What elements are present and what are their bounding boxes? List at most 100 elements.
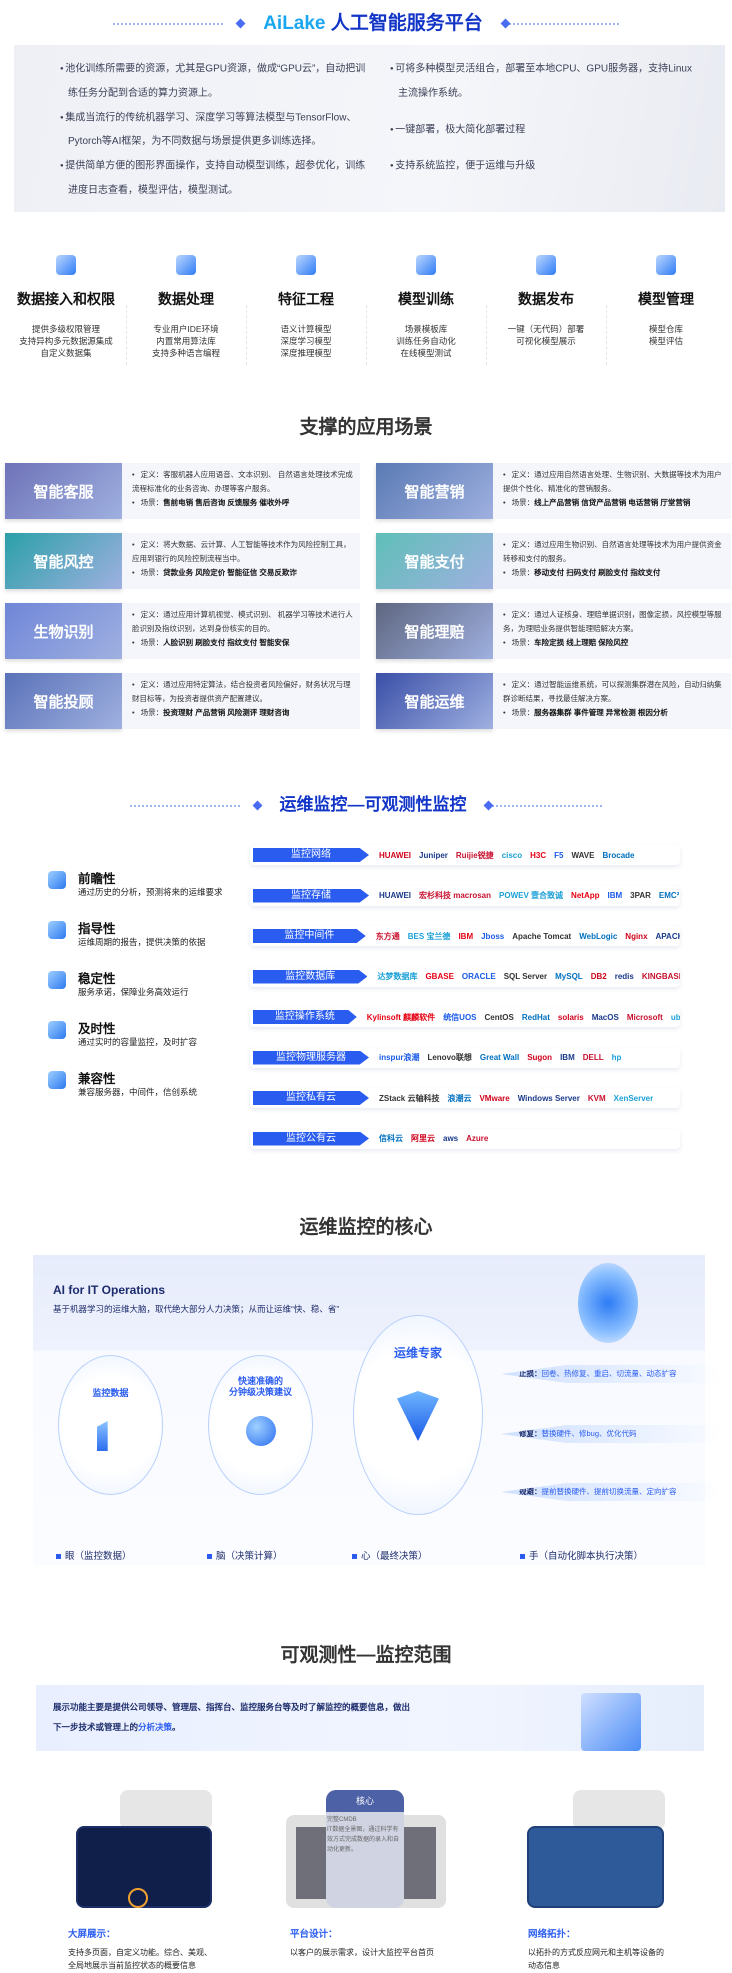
vendor-logo: CentOS (484, 1012, 514, 1022)
diamond-icon (483, 800, 494, 811)
label: 场景： (511, 638, 535, 647)
divider (509, 22, 620, 25)
trait-icon (48, 871, 66, 889)
definition-text: 通过应用计算机视觉、模式识别、 机器学习等技术进行人脸识别及指纹识别，达到身份核… (132, 610, 353, 633)
circle-label: 运维专家 (393, 1346, 442, 1360)
feature-desc: 专业用户IDE环境内置常用算法库支持多种语言编程 (126, 323, 246, 359)
vendor-logo: 统信UOS (443, 1012, 477, 1022)
feature-icon (296, 255, 316, 275)
scenario-name: 智能运维 (376, 673, 493, 729)
ray-value: 提前替换硬件、提前切换流量、定向扩容 (541, 1487, 677, 1496)
ray-value: 回卷、热修复、重启、切流量、动态扩容 (541, 1369, 677, 1378)
scenario-text: 定义：通过应用计算机视觉、模式识别、 机器学习等技术进行人脸识别及指纹识别，达到… (122, 603, 360, 659)
vendor-logo: Ruijie锐捷 (455, 850, 494, 860)
vendor-logo: IBM (607, 891, 623, 900)
intro-item: 支持系统监控，便于运维与升级 (388, 154, 698, 179)
scenario-definition: 定义：通过应用计算机视觉、模式识别、 机器学习等技术进行人脸识别及指纹识别，达到… (132, 608, 354, 636)
scenario-scenes: 场景：移动支付 扫码支付 刷脸支付 指纹支付 (503, 566, 725, 580)
feature-icon (56, 255, 76, 275)
scenario-scenes: 场景：线上产品营销 信贷产品营销 电话营销 厅堂营销 (503, 496, 725, 510)
feature-line: 在线模型测试 (400, 348, 452, 358)
scenario-name: 智能营销 (376, 463, 493, 519)
scene-text: 人脸识别 刷脸支付 指纹支付 智能安保 (163, 638, 290, 647)
diamond-icon (397, 1391, 439, 1441)
trait-desc: 通过实时的容量监控，及时扩容 (78, 1037, 198, 1047)
scenario-scenes: 场景：服务器集群 事件管理 异常检测 根因分析 (503, 706, 725, 720)
diamond-icon (252, 800, 263, 811)
vendor-logo: Apache Tomcat (512, 931, 572, 941)
vendor-logo: EMC² (658, 891, 680, 900)
trait-item: 稳定性服务承诺，保障业务高效运行 (48, 968, 248, 1008)
scope-desc-end: 。 (172, 1722, 181, 1732)
monitor-category: 监控公有云 (253, 1131, 369, 1146)
feature-desc: 语义计算模型深度学习模型深度推理模型 (246, 323, 366, 359)
vendor-logo: hp (611, 1053, 622, 1062)
vendor-logo: NetApp (571, 891, 600, 900)
scope-desc: 展示功能主要是提供公司领导、管理层、指挥台、监控服务台等及时了解监控的概要信息，… (53, 1697, 413, 1737)
feature-line: 一键（无代码）部署 (507, 324, 585, 334)
label: 定义： (511, 470, 535, 479)
vendor-logo: Kylinsoft 麒麟软件 (366, 1012, 436, 1022)
scenario-scenes: 场景：贷款业务 风险定价 智能征信 交易反欺诈 (132, 566, 354, 580)
scenario-definition: 定义：通过应用特定算法，结合投资者风险偏好，财务状况与理财目标等，为投资者提供资… (132, 678, 354, 706)
feature-title: 数据处理 (158, 291, 214, 307)
scenario-text: 定义：客服机器人应用语音、文本识别、 自然语言处理技术完成流程标准化的业务咨询、… (122, 463, 360, 519)
intro-item: 一键部署，极大简化部署过程 (388, 118, 698, 143)
divider (126, 305, 127, 365)
definition-text: 通过应用特定算法，结合投资者风险偏好，财务状况与理财目标等，为投资者提供资产配置… (132, 680, 351, 703)
vendor-logo: Jboss (481, 931, 505, 941)
monitor-category: 监控中间件 (253, 929, 366, 943)
divider (112, 22, 223, 25)
vendor-logo: redis (614, 972, 634, 981)
scenario-definition: 定义：通过应用生物识别、自然语言处理等技术为用户提供资金转移和支付的服务。 (503, 538, 725, 566)
vendor-logo: KVM (587, 1093, 606, 1103)
vendor-logo: DB2 (590, 972, 607, 981)
vendor-logo: Windows Server (517, 1093, 580, 1103)
vendor-logo: KINGBASE (641, 972, 680, 981)
definition-text: 将大数据、云计算、人工智能等技术作为风险控制工具，应用到银行的风险控制流程当中。 (132, 540, 351, 563)
legend-eye: 眼（监控数据） (56, 1548, 132, 1562)
vendor-logo: ubuntu (670, 1012, 680, 1022)
definition-text: 通过应用自然语言处理、生物识别、大数据等技术为用户提供个性化、精准化的营销服务。 (503, 470, 722, 493)
vendor-logo: 达梦数据库 (377, 972, 418, 981)
feature-title: 特征工程 (278, 291, 334, 307)
label: 场景： (140, 708, 164, 717)
dashboard-illustration (581, 1693, 641, 1751)
label: 场景： (140, 498, 164, 507)
trait-icon (48, 971, 66, 989)
divider (129, 804, 240, 807)
trait-icon (48, 921, 66, 939)
scene-text: 服务器集群 事件管理 异常检测 根因分析 (534, 708, 668, 717)
scope-banner: 展示功能主要是提供公司领导、管理层、指挥台、监控服务台等及时了解监控的概要信息，… (36, 1685, 704, 1751)
divider (492, 804, 603, 807)
vendor-logo: F5 (554, 850, 564, 860)
scene-text: 投资理财 产品营销 风险测评 理财咨询 (163, 708, 290, 717)
scenario-name: 智能理赔 (376, 603, 493, 659)
divider (486, 305, 487, 365)
scenario-card: 生物识别定义：通过应用计算机视觉、模式识别、 机器学习等技术进行人脸识别及指纹识… (5, 603, 360, 659)
core-card-header: 核心 (326, 1790, 404, 1812)
vendor-logo: ZStack 云轴科技 (379, 1093, 440, 1103)
vendor-logo: 东方通 (375, 931, 400, 941)
ray-value: 替换硬件、修bug、优化代码 (541, 1429, 637, 1438)
trait-desc: 运维周期的报告，提供决策的依据 (78, 937, 206, 947)
feature-desc: 一键（无代码）部署可视化模型展示 (486, 323, 606, 347)
feature-line: 语义计算模型 (280, 324, 332, 334)
vendor-logo: 信科云 (379, 1134, 403, 1143)
scenario-card: 智能风控定义：将大数据、云计算、人工智能等技术作为风险控制工具，应用到银行的风险… (5, 533, 360, 589)
scenario-name: 智能客服 (5, 463, 122, 519)
chart-icon (96, 1421, 108, 1451)
scenario-scenes: 场景：车险定损 线上理赔 保险风控 (503, 636, 725, 650)
ray-key: 修复： (519, 1429, 542, 1438)
label: 场景： (511, 708, 535, 717)
scenario-name: 智能投顾 (5, 673, 122, 729)
label: 定义： (140, 680, 164, 689)
scenario-text: 定义：通过应用特定算法，结合投资者风险偏好，财务状况与理财目标等，为投资者提供资… (122, 673, 360, 729)
feature-icon (656, 255, 676, 275)
ray-avoid: 规避：提前替换硬件、提前切换流量、定向扩容 (501, 1483, 721, 1501)
